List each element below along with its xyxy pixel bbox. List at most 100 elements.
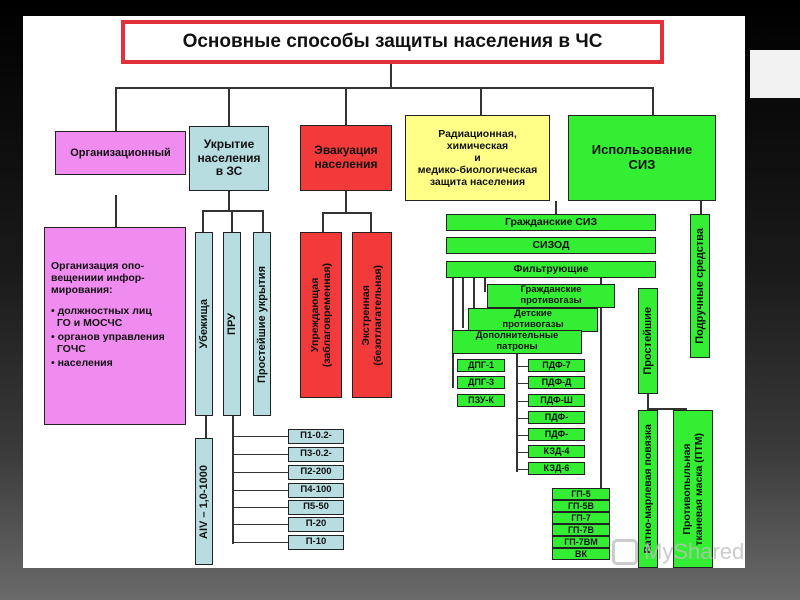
connector-line — [516, 366, 528, 367]
org-detail-item: • должностных лиц ГО и МОСЧС — [51, 305, 152, 330]
cartridge-label: ПДФ-Д — [541, 377, 572, 388]
connector-line — [232, 416, 234, 544]
connector-line — [516, 435, 528, 436]
evac-type-label: Упреждающая (заблаговременная) — [308, 262, 333, 368]
cartridge-label: ПЗУ-К — [468, 395, 494, 406]
org-detail-heading: Организация опо- вещениии инфор- мирован… — [51, 260, 145, 297]
connector-line — [228, 87, 230, 127]
connector-line — [480, 87, 482, 115]
connector-line — [202, 210, 264, 212]
shelter-type-label: Убежища — [197, 299, 210, 349]
filter-type-label: Гражданские противогазы — [520, 284, 582, 306]
bandage-label: Ватно-марлевая повязка — [641, 424, 654, 554]
connector-line — [232, 454, 288, 455]
connector-line — [231, 210, 233, 232]
side-panel-tab — [750, 50, 800, 98]
connector-line — [322, 212, 324, 232]
pru-type: П1-0.2- — [288, 429, 344, 444]
connector-line — [473, 278, 475, 308]
cartridge-label: ПДФ- — [544, 429, 569, 440]
siz-group-filtering: Фильтрующие — [446, 261, 656, 278]
bandage-label: Противопыльная тканевая маска (ПТМ) — [680, 432, 705, 546]
evac-type-label: Экстренная (безотлагательная) — [359, 264, 384, 366]
connector-line — [462, 278, 464, 328]
connector-line — [232, 542, 288, 543]
category-label: Использование СИЗ — [591, 142, 693, 172]
filter-type-child-gasmasks: Детские противогазы — [468, 308, 598, 332]
connector-line — [228, 191, 230, 211]
pru-type: П5-50 — [288, 500, 344, 515]
shelter-type-label: Простейшие укрытия — [255, 265, 268, 383]
cartridge-right: ПДФ-Ш — [528, 394, 585, 407]
pru-type-label: П1-0.2- — [300, 430, 332, 442]
pru-type: П4-100 — [288, 483, 344, 498]
connector-line — [232, 472, 288, 473]
bandage-cotton-gauze: Ватно-марлевая повязка — [638, 410, 658, 568]
connector-line — [232, 490, 288, 491]
pru-type-label: П2-200 — [300, 466, 332, 478]
cartridge-right: КЗД-6 — [528, 462, 585, 475]
category-label: Эвакуация населения — [314, 143, 378, 171]
cartridge-label: ПДФ- — [544, 412, 569, 423]
category-organizational: Организационный — [55, 131, 186, 175]
connector-line — [647, 394, 649, 410]
connector-line — [262, 210, 264, 232]
siz-group-label: Фильтрующие — [513, 263, 589, 276]
org-detail-item: • населения — [51, 357, 113, 370]
evac-type-preemptive: Упреждающая (заблаговременная) — [300, 232, 342, 398]
connector-line — [232, 524, 288, 525]
connector-line — [516, 352, 518, 472]
pru-type-label: П-20 — [305, 518, 327, 530]
pru-type: П-20 — [288, 517, 344, 532]
connector-line — [390, 64, 392, 88]
gp-type: ГП-5В — [552, 500, 610, 512]
org-detail-box: Организация опо- вещениии инфор- мирован… — [44, 227, 186, 425]
org-detail-item: • органов управления ГОЧС — [51, 331, 165, 356]
gp-type-label: ГП-7В — [567, 524, 595, 535]
cartridge-right: ПДФ- — [528, 411, 585, 424]
cartridge-label: КЗД-4 — [543, 446, 570, 457]
diagram-title: Основные способы защиты населения в ЧС — [121, 20, 664, 64]
siz-simplest-label: Простейшие — [641, 307, 654, 375]
cartridge-label: ПДФ-Ш — [540, 395, 573, 406]
pru-type: П3-0.2- — [288, 447, 344, 462]
cartridge-right: ПДФ-Д — [528, 376, 585, 389]
cartridge-label: ДПГ-3 — [468, 377, 494, 388]
bandage-ptm: Противопыльная тканевая маска (ПТМ) — [673, 410, 713, 568]
pru-type-label: П3-0.2- — [300, 448, 332, 460]
connector-line — [555, 201, 557, 215]
category-label: Радиационная, химическая и медико-биолог… — [417, 127, 538, 189]
connector-line — [516, 401, 528, 402]
cartridge-label: ДПГ-1 — [468, 360, 494, 371]
connector-line — [202, 210, 204, 232]
shelter-type-prosteishie: Простейшие укрытия — [253, 232, 271, 416]
cartridge-left: ДПГ-3 — [457, 376, 505, 389]
watermark-text: MyShared — [644, 539, 745, 564]
org-detail-content: Организация опо- вещениии инфор- мирован… — [51, 260, 165, 370]
connector-line — [345, 191, 347, 213]
connector-line — [516, 383, 528, 384]
pru-type: П2-200 — [288, 465, 344, 480]
cartridge-left: ПЗУ-К — [457, 394, 505, 407]
connector-line — [647, 408, 687, 410]
connector-line — [232, 507, 288, 508]
gp-type-label: ВК — [575, 548, 587, 559]
siz-group-sizod: СИЗОД — [446, 237, 656, 254]
connector-line — [115, 87, 653, 89]
gp-type: ГП-5 — [552, 488, 610, 500]
connector-line — [232, 436, 288, 437]
shelter-class-label: AIV – 1,0-1000 — [197, 464, 210, 539]
cartridge-right: ПДФ- — [528, 428, 585, 441]
watermark: MyShared — [612, 536, 744, 568]
connector-line — [345, 87, 347, 125]
category-rchbz: Радиационная, химическая и медико-биолог… — [405, 115, 550, 201]
shelter-type-pru: ПРУ — [223, 232, 241, 416]
category-evacuation: Эвакуация населения — [300, 125, 392, 191]
cartridge-label: КЗД-6 — [543, 463, 570, 474]
category-label: Организационный — [70, 146, 171, 159]
filter-type-label: Детские противогазы — [502, 308, 564, 330]
connector-line — [516, 418, 528, 419]
siz-group-label: СИЗОД — [532, 239, 570, 252]
connector-line — [516, 452, 528, 453]
evac-type-emergency: Экстренная (безотлагательная) — [352, 232, 392, 398]
